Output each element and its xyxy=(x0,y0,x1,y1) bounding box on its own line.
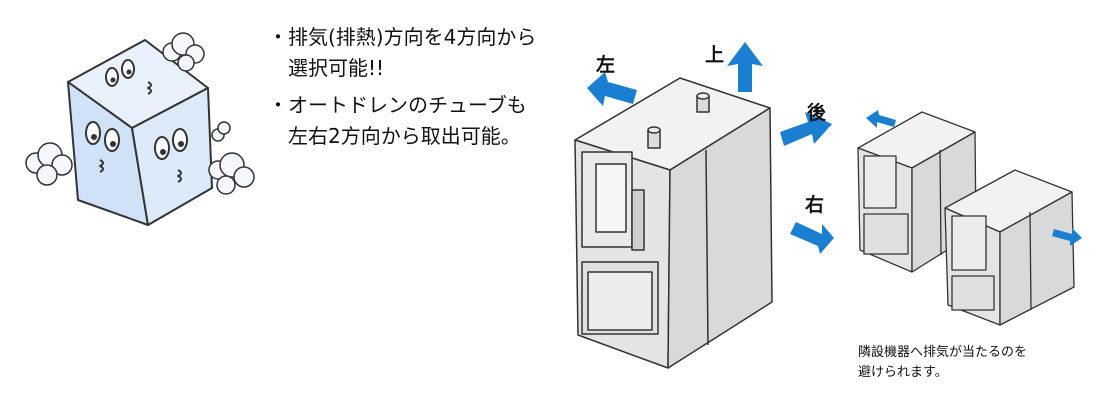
note-text: 隣設機器へ排気が当たるのを 避けられます。 xyxy=(858,343,1027,383)
bullet-line: オートドレンのチューブも xyxy=(288,93,527,117)
bullet-line: 選択可能!! xyxy=(288,56,385,80)
note-line: 避けられます。 xyxy=(858,365,948,380)
small-unit-1 xyxy=(857,111,977,273)
small-unit-2 xyxy=(944,169,1075,326)
bullet-list: ・ 排気(排熱)方向を4方向から 選択可能!! ・ オートドレンのチューブも 左… xyxy=(268,22,536,158)
label-up: 上 xyxy=(705,44,725,66)
arrow-small-1 xyxy=(866,110,896,128)
note-line: 隣設機器へ排気が当たるのを xyxy=(858,345,1028,360)
arrow-up xyxy=(727,42,763,92)
bullet-item: ・ オートドレンのチューブも 左右2方向から取出可能。 xyxy=(268,90,536,152)
arrow-left xyxy=(587,72,637,106)
label-back: 後 xyxy=(807,102,827,124)
direction-arrows xyxy=(587,42,1082,254)
bullet-item: ・ 排気(排熱)方向を4方向から 選択可能!! xyxy=(268,22,536,84)
bullet-line: 左右2方向から取出可能。 xyxy=(288,124,521,148)
exhaust-puffs xyxy=(25,32,255,195)
label-left: 左 xyxy=(596,54,616,76)
bullet-line: 排気(排熱)方向を4方向から xyxy=(288,25,537,49)
bullet-dot: ・ xyxy=(268,93,288,117)
arrow-small-2 xyxy=(1052,228,1082,246)
arrow-right xyxy=(790,222,834,254)
bullet-dot: ・ xyxy=(268,25,288,49)
main-unit xyxy=(574,77,773,369)
arrow-back xyxy=(780,112,832,146)
label-right: 右 xyxy=(805,194,825,216)
mascot-cube xyxy=(67,39,213,226)
